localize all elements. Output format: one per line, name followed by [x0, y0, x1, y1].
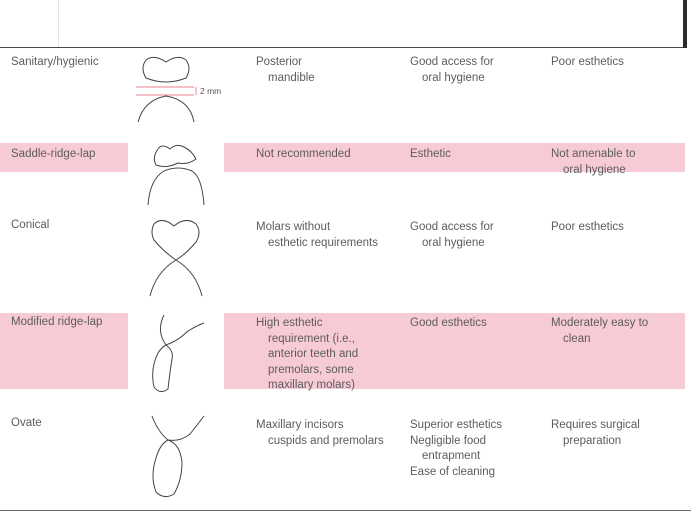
- table-row-design-conical: Conical: [11, 218, 49, 234]
- table-row-indication-sanitary: Posterior mandible: [256, 56, 315, 84]
- table-row-design-saddle-ridge-lap: Saddle-ridge-lap: [11, 147, 95, 163]
- table-row-design-sanitary: Sanitary/hygienic: [11, 55, 99, 71]
- table-bottom-rule: [0, 510, 691, 511]
- row-highlight-modified-design: [0, 313, 128, 389]
- table-row-disadvantages-saddle-ridge-lap: Not amenable to oral hygiene: [551, 148, 636, 176]
- modified-ridge-lap-pontic-sketch-icon: [152, 314, 205, 393]
- table-row-advantages-conical: Good access for oral hygiene: [410, 221, 494, 249]
- row-highlight-modified-content: [224, 313, 685, 389]
- table-row-disadvantages-modified-ridge-lap: Moderately easy to clean: [551, 317, 649, 345]
- table-row-disadvantages-ovate: Requires surgical preparation: [551, 419, 640, 447]
- table-row-advantages-sanitary: Good access for oral hygiene: [410, 56, 494, 84]
- table-row-disadvantages-sanitary: Poor esthetics: [551, 56, 624, 68]
- ovate-pontic-sketch-icon: [151, 415, 205, 498]
- design-name: Ovate: [11, 417, 42, 429]
- design-name: Sanitary/hygienic: [11, 56, 99, 68]
- saddle-ridge-lap-pontic-sketch-icon: [147, 144, 205, 206]
- table-row-advantages-saddle-ridge-lap: Esthetic: [410, 148, 451, 160]
- row-highlight-saddle-design: [0, 143, 128, 172]
- conical-pontic-sketch-icon: [149, 220, 203, 297]
- table-top-rule: [0, 47, 683, 48]
- design-name: Conical: [11, 219, 50, 231]
- table-row-indication-ovate: Maxillary incisors cuspids and premolars: [256, 419, 384, 447]
- gap-label: 2 mm: [200, 86, 221, 96]
- table-row-advantages-ovate: Superior esthetics Negligible food entra…: [410, 419, 503, 478]
- table-row-indication-saddle-ridge-lap: Not recommended: [256, 148, 351, 160]
- page-edge-right: [683, 0, 687, 48]
- row-highlight-saddle-content: [224, 143, 685, 172]
- table-row-design-ovate: Ovate: [11, 416, 42, 432]
- table-row-indication-conical: Molars without esthetic requirements: [256, 221, 378, 249]
- table-row-disadvantages-conical: Poor esthetics: [551, 221, 624, 233]
- sanitary-pontic-sketch-icon: 2 mm: [136, 56, 221, 123]
- header-divider-left: [58, 0, 59, 48]
- design-name: Modified ridge-lap: [11, 316, 103, 328]
- table-row-advantages-modified-ridge-lap: Good esthetics: [410, 317, 487, 329]
- table-row-indication-modified-ridge-lap: High esthetic requirement (i.e., anterio…: [256, 317, 359, 391]
- design-name: Saddle-ridge-lap: [11, 148, 96, 160]
- table-row-design-modified-ridge-lap: Modified ridge-lap: [11, 315, 102, 331]
